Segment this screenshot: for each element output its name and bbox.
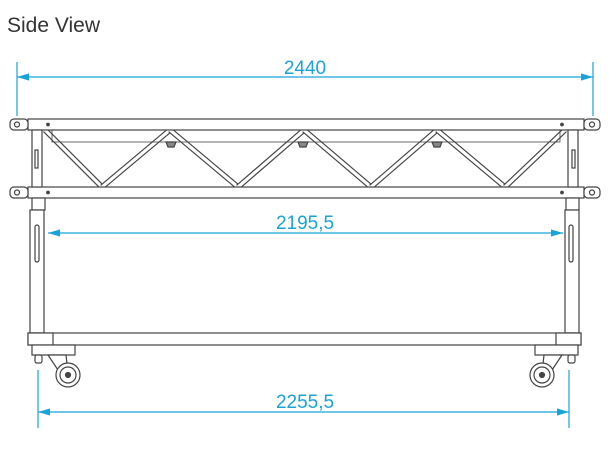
truss-diagonal <box>369 128 439 189</box>
clamp <box>297 141 309 148</box>
truss-diagonal <box>100 128 172 189</box>
truss-frame <box>9 118 601 388</box>
truss-diagonal <box>435 128 507 189</box>
bottom-chord <box>27 186 585 199</box>
truss-diagonal <box>43 128 104 189</box>
truss-diagonal <box>168 128 240 189</box>
truss-diagonal <box>503 128 567 189</box>
dim-label-inner: 2195,5 <box>276 213 334 234</box>
top-chord <box>27 118 585 131</box>
dim-label-overall: 2440 <box>284 58 326 79</box>
truss-diagonals <box>43 127 567 190</box>
bottom-beam <box>27 332 582 346</box>
dim-label-caster: 2255,5 <box>276 392 334 413</box>
truss-diagonal <box>236 128 306 189</box>
truss-diagonal <box>302 128 373 189</box>
clamp <box>431 141 443 148</box>
left-leg-sleeve <box>31 197 46 211</box>
right-leg-sleeve <box>565 197 580 211</box>
dimension-lines <box>16 62 594 428</box>
clamp <box>165 141 177 148</box>
view-title: Side View <box>7 14 101 37</box>
